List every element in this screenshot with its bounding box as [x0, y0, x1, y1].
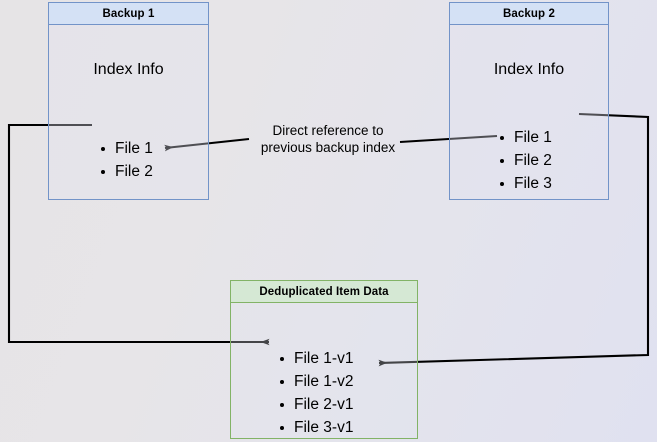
list-item: File 1-v2 — [278, 370, 353, 393]
edge-label-line-1: Direct reference to — [272, 123, 384, 138]
node-deduplicated-item-data[interactable]: Deduplicated Item Data File 1-v1 File 1-… — [230, 280, 418, 439]
list-item: File 2-v1 — [278, 393, 353, 416]
node-dedup-header: Deduplicated Item Data — [230, 280, 418, 303]
node-backup-1-body: Index Info File 1 File 2 — [48, 25, 209, 200]
backup-2-index-info-label: Index Info — [493, 61, 565, 78]
list-item: File 2 — [498, 149, 552, 172]
edge-label-line-2: previous backup index — [260, 140, 396, 155]
node-backup-1-header: Backup 1 — [48, 2, 209, 25]
list-item: File 1 — [498, 126, 552, 149]
node-backup-2-header: Backup 2 — [449, 2, 609, 25]
node-dedup-body: File 1-v1 File 1-v2 File 2-v1 File 3-v1 — [230, 303, 418, 439]
backup-1-index-info-label: Index Info — [93, 61, 164, 78]
edge-label-direct-reference: Direct reference to previous backup inde… — [248, 122, 408, 156]
dedup-item-list: File 1-v1 File 1-v2 File 2-v1 File 3-v1 — [278, 347, 353, 439]
list-item: File 3-v1 — [278, 416, 353, 439]
node-backup-2-body: Index Info File 1 File 2 File 3 — [449, 25, 609, 200]
backup-1-file-list: File 1 File 2 — [99, 137, 153, 183]
list-item: File 2 — [99, 160, 153, 183]
list-item: File 1-v1 — [278, 347, 353, 370]
list-item: File 1 — [99, 137, 153, 160]
list-item: File 3 — [498, 172, 552, 195]
node-backup-2-title: Backup 2 — [503, 7, 555, 20]
node-dedup-title: Deduplicated Item Data — [259, 285, 389, 298]
node-backup-1[interactable]: Backup 1 Index Info File 1 File 2 — [48, 2, 209, 200]
backup-2-file-list: File 1 File 2 File 3 — [498, 126, 552, 195]
node-backup-2[interactable]: Backup 2 Index Info File 1 File 2 File 3 — [449, 2, 609, 200]
node-backup-1-title: Backup 1 — [102, 7, 155, 20]
